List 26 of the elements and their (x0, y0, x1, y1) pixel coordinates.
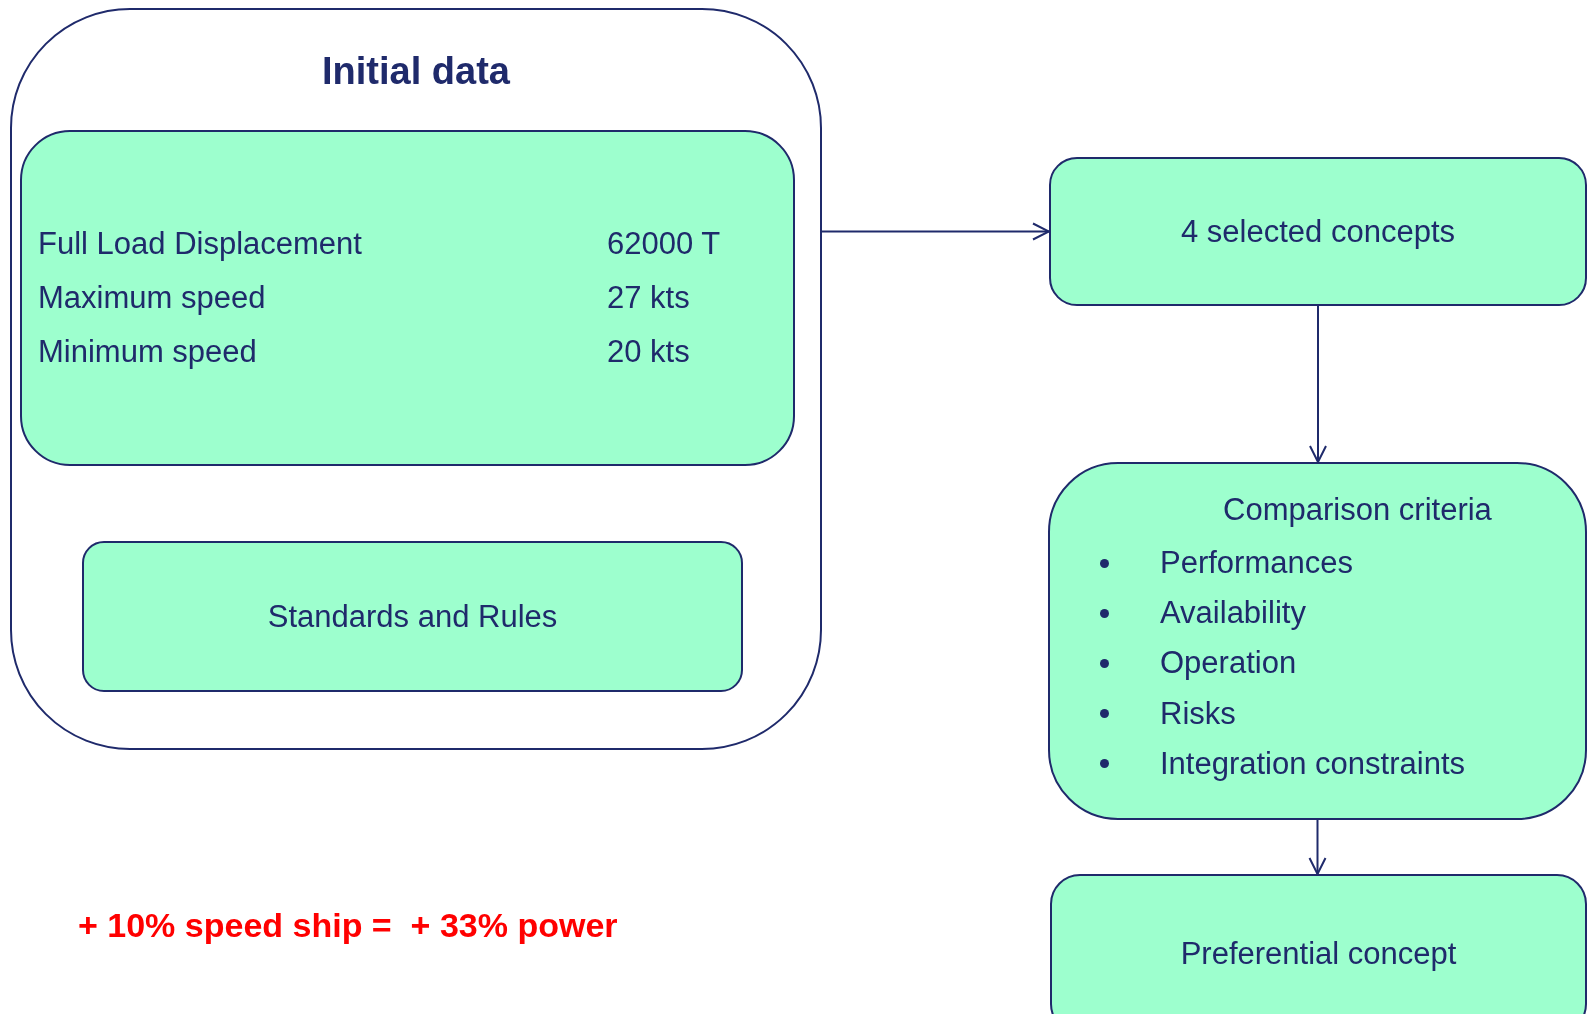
row-value: 20 kts (607, 335, 691, 370)
box-label: Standards and Rules (267, 598, 558, 635)
arrow (1309, 305, 1327, 463)
box-title: Initial data (321, 50, 511, 93)
process-box (1048, 462, 1587, 820)
bullet-item: Availability (1100, 594, 1585, 632)
row-value: 62000 T (607, 226, 722, 261)
bullet-item: Operation (1100, 644, 1585, 682)
row-value: 27 kts (607, 280, 691, 316)
bullet-item: Integration constraints (1100, 744, 1585, 782)
bullet-item: Risks (1100, 694, 1585, 732)
arrow (1308, 819, 1327, 875)
process-box (82, 541, 743, 692)
box-label: Preferential concept (1180, 936, 1457, 972)
process-box (20, 130, 795, 466)
row-label: Full Load Displacement (38, 226, 363, 261)
arrow (821, 222, 1050, 241)
process-box (1049, 157, 1587, 306)
bullet-item: Performances (1100, 544, 1585, 582)
note-text: + 10% speed ship = + 33% power (78, 906, 618, 945)
process-box (1050, 874, 1587, 1014)
row-label: Minimum speed (38, 335, 258, 370)
box-heading: Comparison criteria (1223, 492, 1492, 528)
box-label: 4 selected concepts (1181, 213, 1455, 250)
group-container (10, 8, 822, 750)
row-label: Maximum speed (38, 280, 267, 316)
